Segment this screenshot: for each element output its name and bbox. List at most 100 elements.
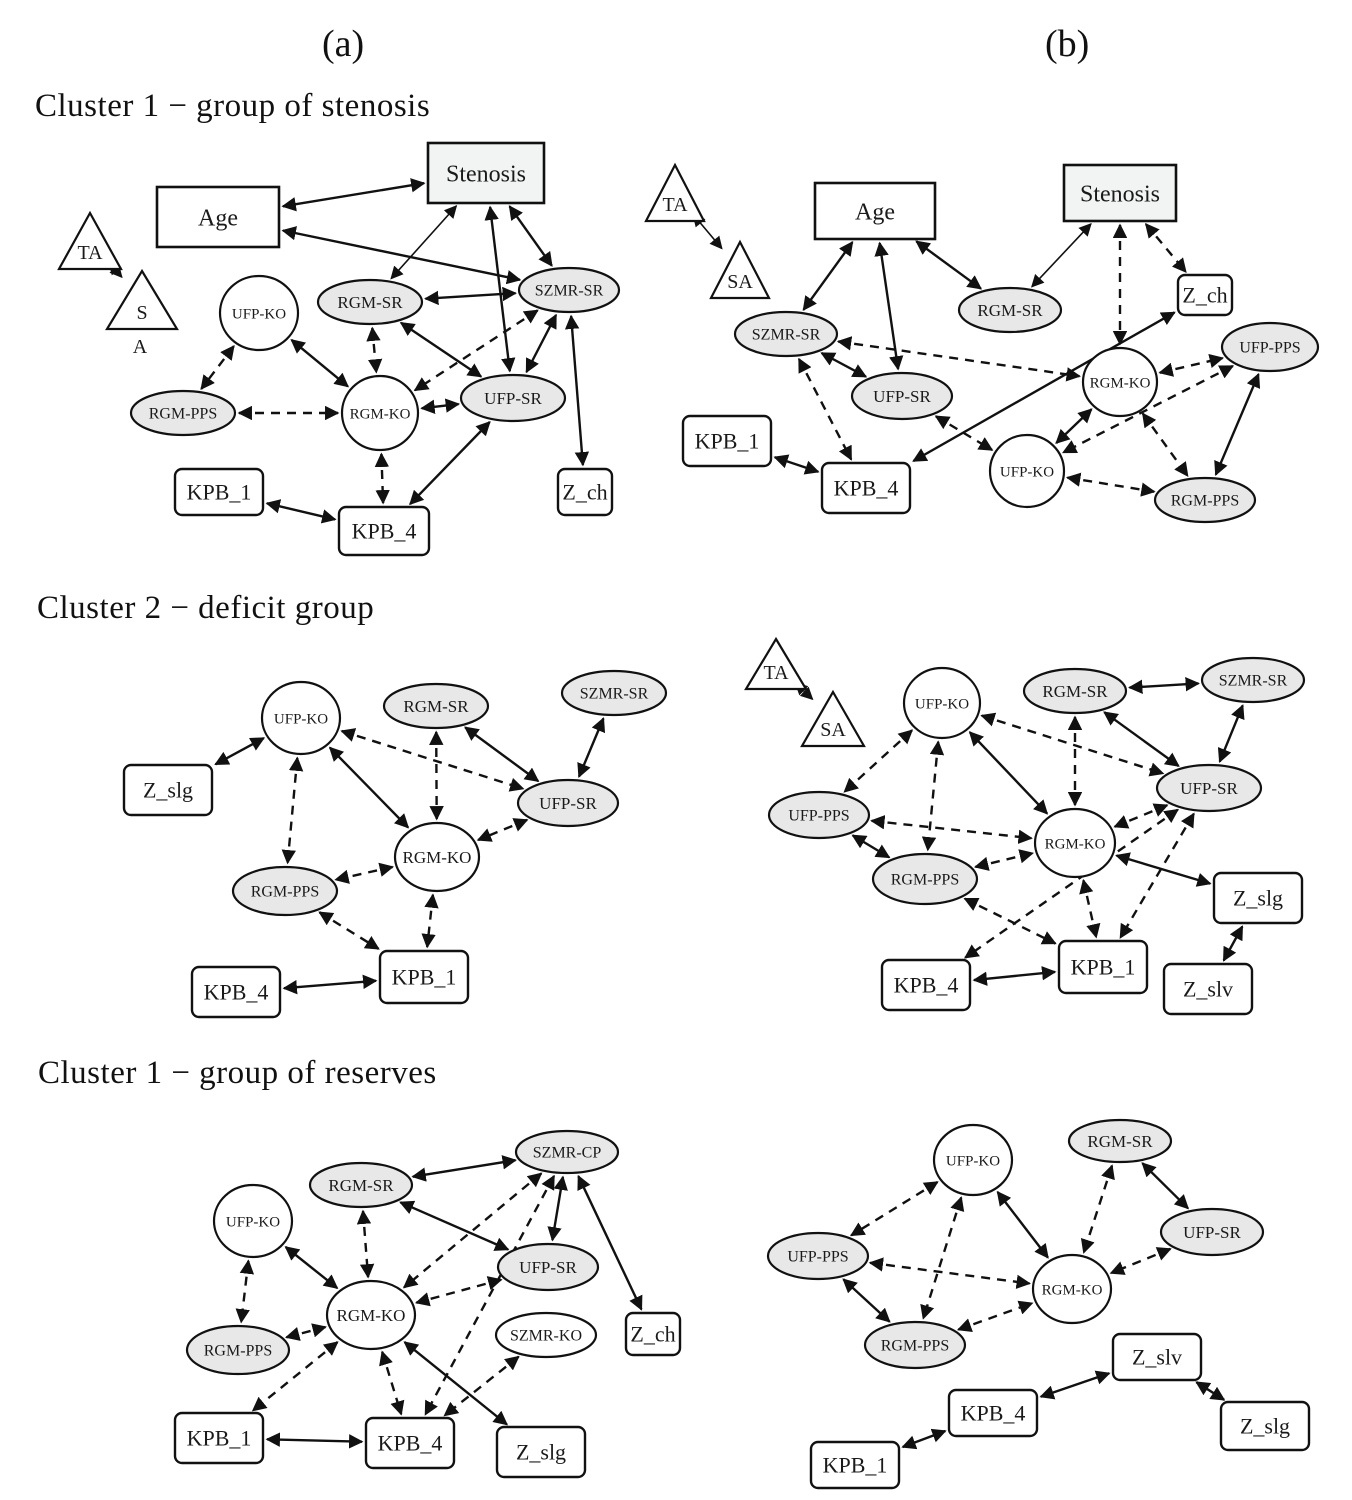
node-rgm-sr: RGM-SR bbox=[316, 278, 424, 326]
node-ufp-sr: UFP-SR bbox=[850, 371, 954, 421]
node-label: UFP-KO bbox=[226, 1214, 280, 1230]
node-label: UFP-SR bbox=[484, 389, 542, 408]
node-label: SZMR-KO bbox=[510, 1328, 582, 1345]
edge-RGM-PPS-RGM-KO-dashed bbox=[285, 1323, 327, 1341]
node-ufp-ko: UFP-KO bbox=[212, 1183, 294, 1259]
node-szmr-sr: SZMR-SR bbox=[1200, 656, 1306, 704]
node-shape bbox=[129, 389, 237, 437]
node-label: RGM-PPS bbox=[251, 884, 319, 901]
edge-UFP-SR-RGM-KO-dashed bbox=[1109, 1247, 1172, 1275]
node-shape bbox=[766, 1231, 870, 1281]
edge-SZMR-SR-UFP-SR-solid bbox=[577, 717, 606, 779]
edge-RGM-PPS-RGM-KO-dashed bbox=[973, 849, 1035, 871]
node-label: RGM-KO bbox=[1090, 375, 1151, 391]
node-label: RGM-PPS bbox=[891, 872, 959, 889]
edges bbox=[108, 178, 590, 524]
node-shape bbox=[744, 636, 808, 691]
node-szmr-ko: SZMR-KO bbox=[494, 1311, 598, 1359]
node-rgm-ko: RGM-KO bbox=[1031, 1253, 1113, 1325]
node-shape bbox=[155, 185, 281, 249]
node-label: RGM-PPS bbox=[1171, 493, 1239, 510]
edge-KPB_4-Z_ch-solid bbox=[912, 311, 1176, 463]
node-shape bbox=[988, 433, 1066, 509]
edge-RGM-KO-KPB_4-dashed bbox=[374, 452, 390, 505]
edge-SZMR-CP-UFP-SR-solid bbox=[547, 1175, 568, 1242]
node-shape bbox=[426, 141, 546, 205]
node-label: UFP-SR bbox=[539, 794, 597, 813]
section-title-reserves: Cluster 1 − group of reserves bbox=[38, 1055, 437, 1091]
node-label: RGM-PPS bbox=[881, 1338, 949, 1355]
node-shape bbox=[337, 505, 431, 557]
node-szmr-sr: SZMR-SR bbox=[517, 266, 621, 314]
node-szmr-sr: SZMR-SR bbox=[560, 669, 668, 717]
edge-RGM-SR-UFP-SR-solid bbox=[1103, 711, 1180, 767]
node-shape bbox=[932, 1123, 1014, 1197]
node-kpb-1: KPB_1 bbox=[173, 1411, 265, 1465]
node-sa: SA bbox=[709, 239, 771, 300]
edge-RGM-PPS-KPB_1-dashed bbox=[318, 911, 380, 950]
node-rgm-sr: RGM-SR bbox=[308, 1161, 414, 1209]
edge-KPB_4-KPB_1-solid bbox=[972, 966, 1057, 986]
node-kpb-4: KPB_4 bbox=[364, 1416, 456, 1470]
edge-UFP-KO-RGM-KO-solid bbox=[328, 746, 410, 829]
node-shape bbox=[496, 1242, 600, 1292]
node-shape bbox=[1067, 1118, 1173, 1164]
node-shape bbox=[325, 1279, 417, 1351]
edge-SZMR-KO-KPB_4-dashed bbox=[443, 1355, 520, 1417]
edge-Stenosis-RGM-SR-solid bbox=[1031, 222, 1092, 288]
edge-Stenosis-Z_ch-dashed bbox=[1144, 222, 1187, 274]
edge-Age-SZMR-SR-solid bbox=[281, 226, 522, 285]
node-label: SZMR-SR bbox=[752, 327, 821, 344]
node-label: RGM-SR bbox=[328, 1176, 394, 1195]
edge-RGM-KO-KPB_1-dashed bbox=[1079, 878, 1101, 939]
node-label: UFP-SR bbox=[873, 387, 931, 406]
node-label: UFP-PPS bbox=[788, 808, 849, 825]
node-shape bbox=[1155, 763, 1263, 813]
edge-Age-RGM-SR-solid bbox=[915, 240, 983, 290]
node-shape bbox=[218, 274, 300, 352]
edge-UFP-KO-RGM-PPS-dashed bbox=[235, 1259, 255, 1324]
node-ufp-ko: UFP-KO bbox=[260, 680, 342, 756]
node-kpb-4: KPB_4 bbox=[820, 461, 912, 515]
node-shape bbox=[733, 310, 839, 358]
node-ufp-pps: UFP-PPS bbox=[767, 790, 871, 840]
node-label: KPB_1 bbox=[1071, 955, 1136, 980]
edges bbox=[235, 1155, 643, 1449]
edge-UFP-KO-RGM-PPS-dashed bbox=[200, 345, 235, 391]
edge-UFP-KO-UFP-PPS-dashed bbox=[849, 1180, 939, 1237]
edge-SZMR-SR-RGM-KO-dashed bbox=[413, 309, 539, 392]
node-shape bbox=[1176, 273, 1234, 317]
node-kpb-4: KPB_4 bbox=[190, 965, 282, 1019]
node-shape bbox=[173, 467, 265, 517]
node-shape bbox=[517, 266, 621, 314]
edges bbox=[794, 677, 1245, 986]
edge-RGM-KO-RGM-PPS-dashed bbox=[334, 862, 395, 884]
node-label: S bbox=[136, 302, 147, 324]
node-shape bbox=[1081, 346, 1159, 418]
node-label: Z_slg bbox=[143, 778, 193, 803]
node-szmr-cp: SZMR-CP bbox=[514, 1129, 620, 1175]
edge-RGM-KO-KPB_1-dashed bbox=[421, 893, 439, 949]
node-age: Age bbox=[155, 185, 281, 249]
edge-UFP-KO-RGM-KO-solid bbox=[290, 338, 350, 388]
node-kpb-1: KPB_1 bbox=[809, 1440, 901, 1490]
edge-RGM-SR-RGM-KO-dashed bbox=[429, 730, 444, 821]
column-label-b: (b) bbox=[1045, 23, 1090, 65]
node-shape bbox=[560, 669, 668, 717]
node-z-slv: Z_slv bbox=[1162, 962, 1254, 1016]
node-shape bbox=[1031, 1253, 1113, 1325]
node-label: UFP-SR bbox=[1180, 779, 1238, 798]
node-ufp-sr: UFP-SR bbox=[516, 778, 620, 828]
node-z-slv: Z_slv bbox=[1111, 1332, 1203, 1382]
node-shape bbox=[190, 965, 282, 1019]
node-shape bbox=[516, 778, 620, 828]
node-rgm-ko: RGM-KO bbox=[325, 1279, 417, 1351]
edge-UFP-PPS-RGM-PPS-solid bbox=[851, 834, 891, 859]
node-ufp-ko: UFP-KO bbox=[932, 1123, 1014, 1197]
node-rgm-sr: RGM-SR bbox=[382, 682, 490, 730]
node-rgm-pps: RGM-PPS bbox=[1153, 476, 1257, 524]
node-shape bbox=[681, 414, 773, 468]
node-label: SZMR-CP bbox=[533, 1145, 602, 1162]
edge-UFP-KO-RGM-PPS-dashed bbox=[1065, 472, 1156, 497]
node-shape bbox=[871, 852, 979, 906]
